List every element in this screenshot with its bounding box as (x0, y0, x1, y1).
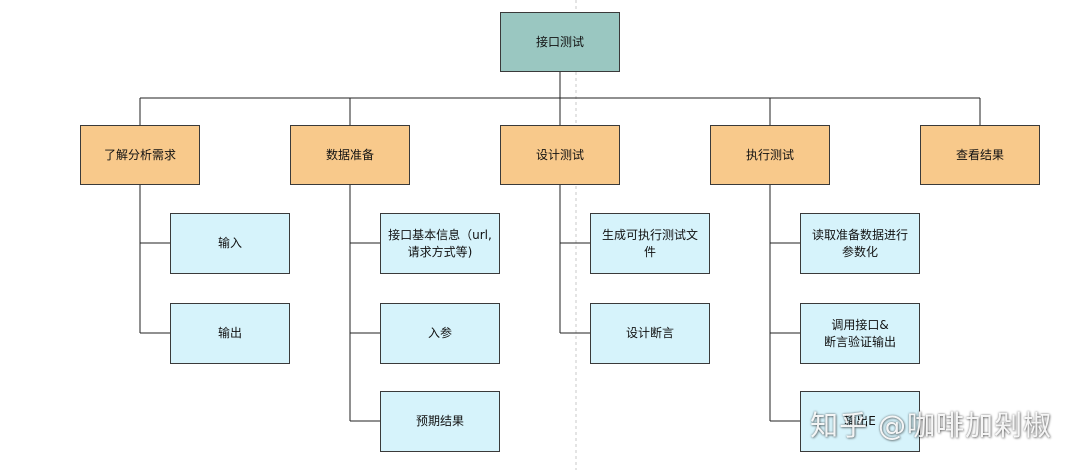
root-label: 接口测试 (535, 34, 584, 49)
leaf-label: 读取准备数据进行参数化 (811, 227, 908, 259)
leaf-label: 输出 (217, 326, 242, 340)
leaf-label: 入参 (427, 326, 452, 340)
leaf-label: 预期结果 (415, 414, 464, 428)
category-review[interactable]: 查看结果 (920, 125, 1040, 185)
category-label: 数据准备 (325, 147, 374, 162)
leaf-label: 输入 (217, 236, 242, 250)
leaf-output-e[interactable]: 输出E (800, 391, 920, 452)
leaf-output[interactable]: 输出 (170, 303, 290, 364)
category-label: 查看结果 (955, 147, 1004, 162)
leaf-params[interactable]: 入参 (380, 303, 500, 364)
leaf-label: 调用接口& 断言验证输出 (823, 317, 896, 349)
leaf-expected-result[interactable]: 预期结果 (380, 391, 500, 452)
leaf-interface-info[interactable]: 接口基本信息（url,请求方式等) (380, 213, 500, 274)
leaf-label: 输出E (844, 414, 876, 428)
category-prepare[interactable]: 数据准备 (290, 125, 410, 185)
zhihu-watermark: 知乎 @咖啡加剁椒 (810, 409, 1052, 442)
category-execute[interactable]: 执行测试 (710, 125, 830, 185)
category-design[interactable]: 设计测试 (500, 125, 620, 185)
category-label: 了解分析需求 (103, 147, 176, 162)
leaf-design-assertion[interactable]: 设计断言 (590, 303, 710, 364)
leaf-generate-test-file[interactable]: 生成可执行测试文件 (590, 213, 710, 274)
root-node[interactable]: 接口测试 (500, 12, 620, 72)
category-label: 设计测试 (535, 147, 584, 162)
category-label: 执行测试 (745, 147, 794, 162)
leaf-read-data-parametrize[interactable]: 读取准备数据进行参数化 (800, 213, 920, 274)
leaf-label: 接口基本信息（url,请求方式等) (388, 227, 492, 259)
leaf-call-api-assert[interactable]: 调用接口& 断言验证输出 (800, 303, 920, 364)
leaf-label: 设计断言 (625, 326, 674, 340)
category-analyze[interactable]: 了解分析需求 (80, 125, 200, 185)
leaf-input[interactable]: 输入 (170, 213, 290, 274)
leaf-label: 生成可执行测试文件 (601, 227, 698, 259)
